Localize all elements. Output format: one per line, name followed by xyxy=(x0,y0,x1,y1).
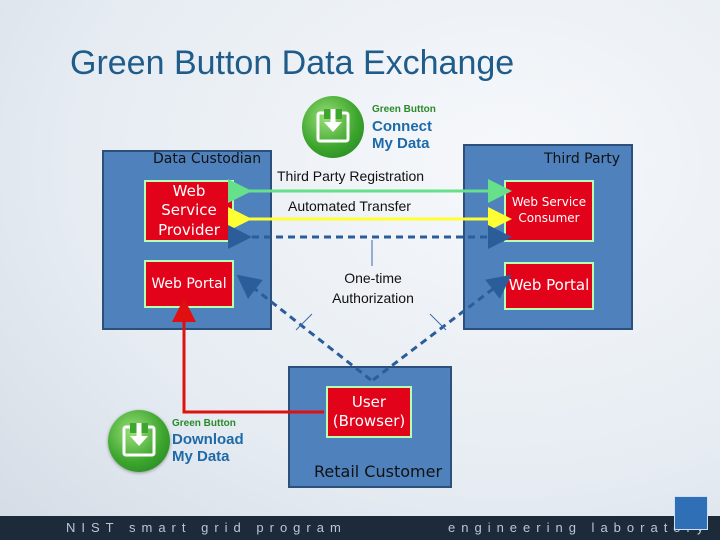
connect-line2: My Data xyxy=(372,135,430,152)
connect-small: Green Button xyxy=(372,104,436,115)
footer-bar: NIST smart grid program engineering labo… xyxy=(0,516,720,540)
download-path xyxy=(172,298,324,414)
nist-logo-icon xyxy=(674,496,708,530)
dashed-custodian-portal xyxy=(236,274,372,382)
retail-customer-label: Retail Customer xyxy=(314,462,443,481)
third-party-web-portal: Web Portal xyxy=(504,262,594,310)
download-small: Green Button xyxy=(172,418,236,429)
footer-left-text: NIST smart grid program xyxy=(66,520,347,535)
data-custodian-label: Data Custodian xyxy=(153,151,262,167)
footer-right-text: engineering laboratory xyxy=(448,520,710,535)
web-service-consumer: Web Service Consumer xyxy=(504,180,594,242)
connect-my-data-logo: Green Button Connect My Data xyxy=(302,96,452,166)
authorization-tick-left xyxy=(295,313,313,331)
connect-line1: Connect xyxy=(372,118,432,135)
registration-label: Third Party Registration xyxy=(277,168,425,184)
download-line1: Download xyxy=(172,431,244,448)
authorization-label: One-time Authorization xyxy=(318,268,428,308)
download-my-data-logo: Green Button Download My Data xyxy=(108,410,258,480)
authorization-text: One-time Authorization xyxy=(332,270,414,306)
transfer-label: Automated Transfer xyxy=(288,198,411,214)
third-party-label: Third Party xyxy=(544,151,621,167)
download-icon xyxy=(122,423,156,457)
download-line2: My Data xyxy=(172,448,230,465)
page-title: Green Button Data Exchange xyxy=(70,44,515,82)
authorization-tick-right xyxy=(429,313,447,331)
dashed-thirdparty-portal xyxy=(372,274,512,382)
user-browser: User (Browser) xyxy=(326,386,412,438)
download-icon xyxy=(316,109,350,143)
